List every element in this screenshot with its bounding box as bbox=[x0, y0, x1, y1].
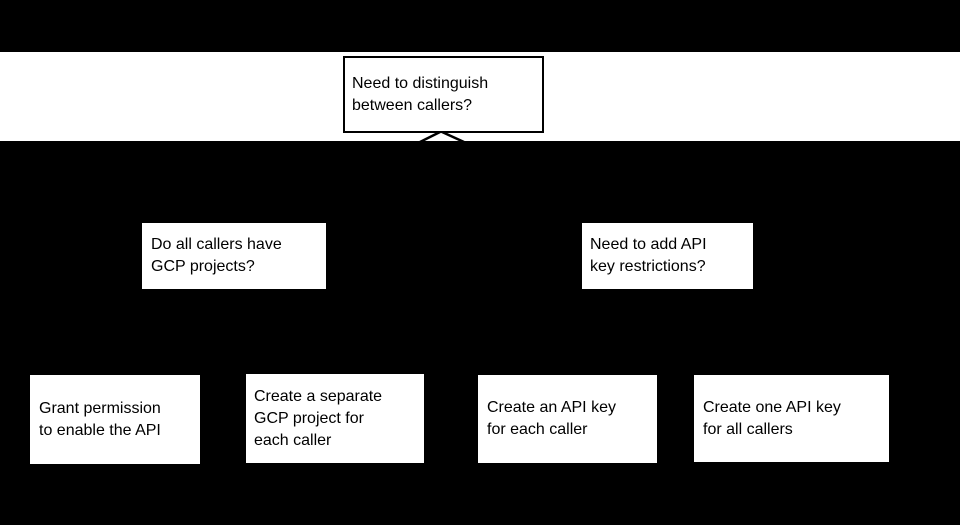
node-text-line: between callers? bbox=[352, 96, 473, 114]
node-text-line: for each caller bbox=[487, 421, 588, 438]
flow-node-question-gcp-projects: Do all callers have GCP projects? bbox=[142, 223, 326, 289]
node-text-line: Create a separate bbox=[254, 387, 383, 405]
flow-node-question-key-restrictions: Need to add API key restrictions? bbox=[582, 223, 753, 289]
node-text-line: Need to add API bbox=[590, 236, 707, 253]
node-text-line: key restrictions? bbox=[590, 258, 706, 275]
flow-node-leaf-separate-gcp-project: Create a separate GCP project for each c… bbox=[246, 374, 424, 463]
flow-node-root-question: Need to distinguish between callers? bbox=[343, 56, 544, 133]
node-text-line: GCP project for bbox=[254, 409, 364, 427]
node-text-line: to enable the API bbox=[39, 421, 161, 439]
node-text-line: GCP projects? bbox=[151, 258, 255, 275]
flow-node-leaf-grant-permission: Grant permission to enable the API bbox=[30, 375, 200, 464]
node-text-line: Do all callers have bbox=[151, 236, 282, 253]
node-text-line: Need to distinguish bbox=[352, 74, 489, 92]
node-text-line: each caller bbox=[254, 431, 332, 449]
node-text-line: Create an API key bbox=[487, 399, 616, 416]
flow-node-leaf-api-key-each-caller: Create an API key for each caller bbox=[478, 375, 657, 463]
node-text-line: Create one API key bbox=[703, 398, 841, 416]
flow-node-leaf-one-api-key-all-callers: Create one API key for all callers bbox=[694, 375, 889, 462]
node-text-line: Grant permission bbox=[39, 399, 161, 417]
node-text-line: for all callers bbox=[703, 420, 793, 438]
